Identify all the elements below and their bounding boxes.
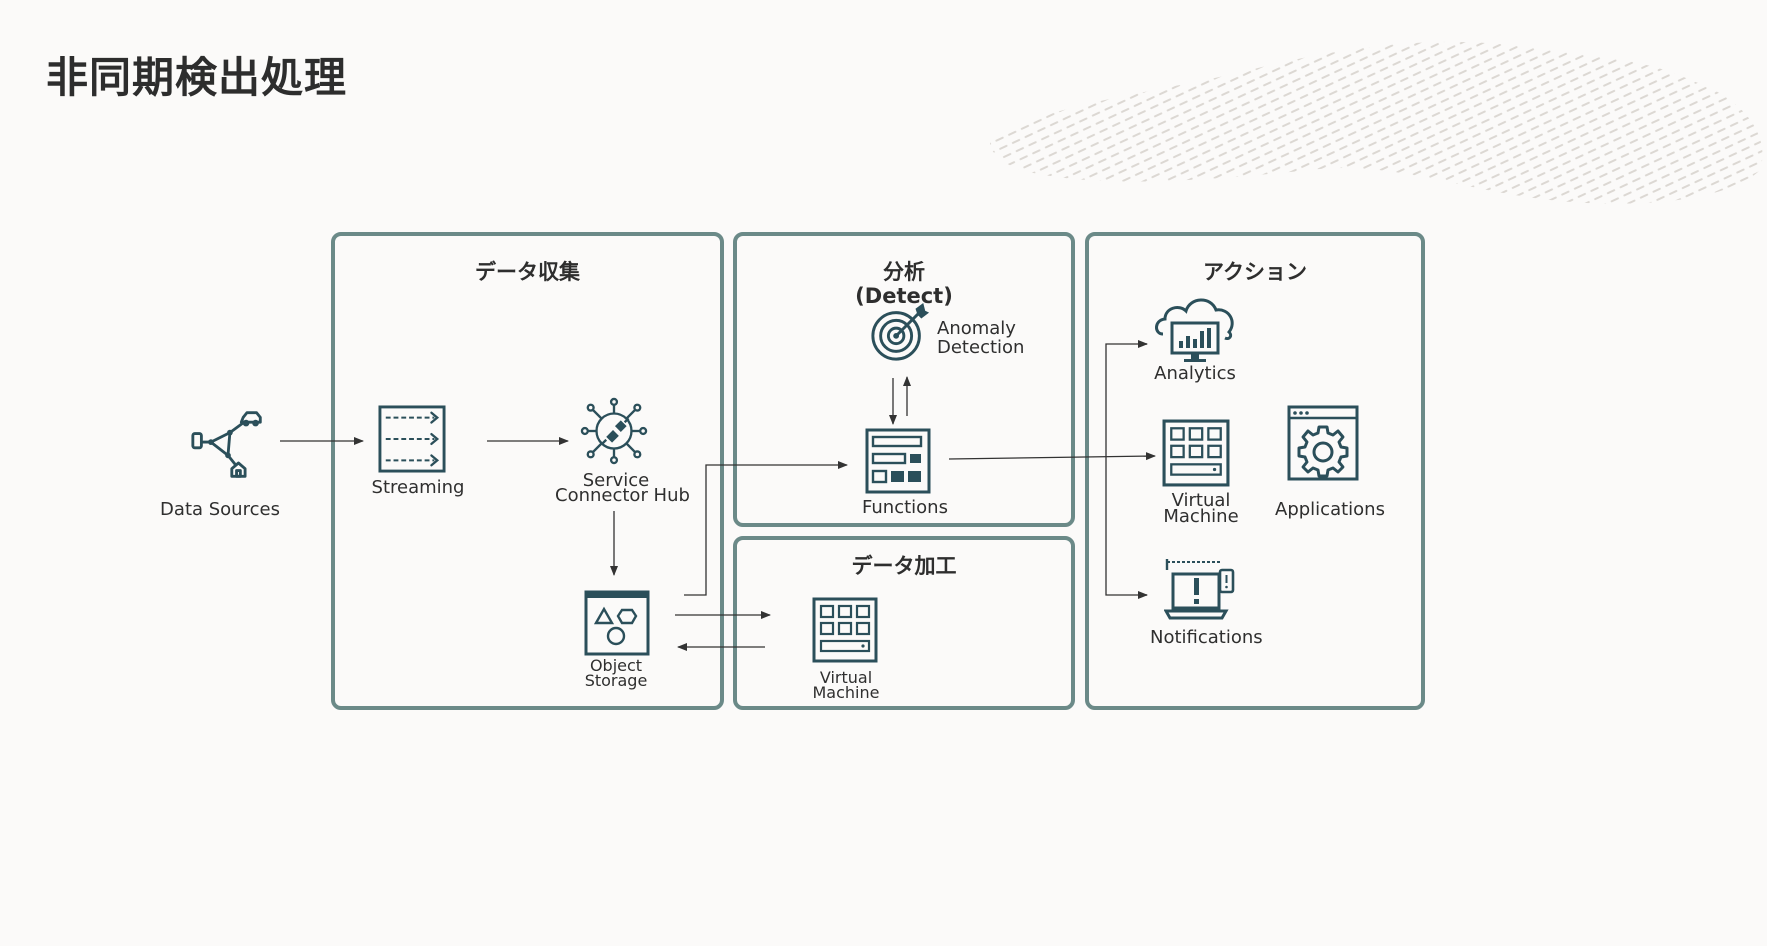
panel-title-detect: (Detect) <box>855 284 953 308</box>
object-storage-label-2: Storage <box>584 671 648 690</box>
functions-icon <box>865 428 931 494</box>
target-icon <box>871 302 930 361</box>
service-connector-hub-label-2: Connector Hub <box>555 485 690 506</box>
action-vm-label-2: Machine <box>1163 506 1239 527</box>
node-process-virtual-machine[interactable]: Virtual Machine <box>805 597 887 701</box>
anomaly-detection-label-2: Detection <box>937 337 1025 358</box>
node-analytics[interactable]: Analytics <box>1150 292 1240 384</box>
page-title: 非同期検出処理 <box>46 53 348 102</box>
functions-label: Functions <box>862 497 948 518</box>
virtual-machine-icon <box>1162 419 1230 487</box>
gear-window-icon <box>1287 405 1359 481</box>
panel-title-data-collection: データ収集 <box>475 260 580 284</box>
node-data-sources[interactable]: Data Sources <box>160 405 280 525</box>
node-anomaly-detection[interactable]: Anomaly Detection <box>869 300 1029 366</box>
node-service-connector-hub[interactable]: Service Connector Hub <box>555 397 690 509</box>
process-vm-label-2: Machine <box>812 683 880 702</box>
panel-title-action: アクション <box>1203 260 1307 284</box>
panel-detect: 分析 (Detect) <box>733 232 1075 527</box>
process-vm-label-1: Virtual <box>819 668 873 687</box>
connector-hub-icon <box>580 397 648 465</box>
data-sources-label: Data Sources <box>160 499 280 520</box>
service-connector-hub-label-1: Service <box>582 470 650 491</box>
node-applications[interactable]: Applications <box>1275 405 1385 521</box>
analytics-label: Analytics <box>1154 363 1236 384</box>
decorative-texture <box>990 41 1763 204</box>
node-action-virtual-machine[interactable]: Virtual Machine <box>1160 419 1242 527</box>
cloud-analytics-icon <box>1155 298 1234 362</box>
object-storage-icon <box>584 590 650 656</box>
node-streaming[interactable]: Streaming <box>368 404 468 500</box>
anomaly-detection-label-1: Anomaly <box>937 318 1016 339</box>
node-object-storage[interactable]: Object Storage <box>575 590 657 690</box>
virtual-machine-icon <box>812 597 878 663</box>
panel-data-processing: データ加工 <box>733 536 1075 710</box>
action-vm-label-1: Virtual <box>1171 490 1231 511</box>
notification-laptop-icon <box>1164 559 1235 620</box>
object-storage-label-1: Object <box>589 656 643 675</box>
network-icon <box>191 411 262 478</box>
panel-action: アクション <box>1085 232 1425 710</box>
streaming-label: Streaming <box>371 477 465 498</box>
node-functions[interactable]: Functions <box>855 428 955 520</box>
node-notifications[interactable]: Notifications <box>1150 556 1263 648</box>
applications-label: Applications <box>1275 499 1385 520</box>
streaming-icon <box>378 405 446 473</box>
panel-title-data-processing: データ加工 <box>851 554 957 578</box>
notifications-label: Notifications <box>1150 627 1263 648</box>
panel-title-analysis: 分析 <box>883 260 925 284</box>
